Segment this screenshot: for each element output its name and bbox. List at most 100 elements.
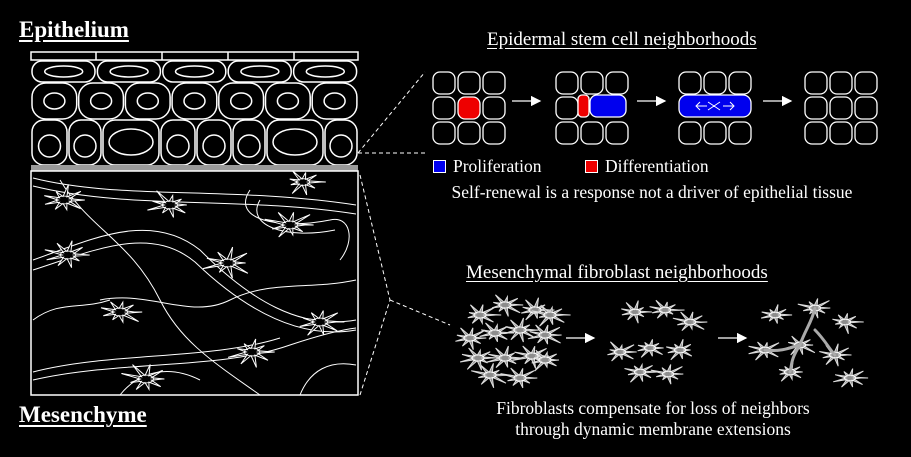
fibroblast-nucleus <box>684 318 696 326</box>
stem-cell <box>555 96 579 120</box>
fibroblast-cell <box>455 327 487 350</box>
mesenchymal-heading: Mesenchymal fibroblast neighborhoods <box>466 262 768 283</box>
fibroblast-nucleus <box>161 200 179 210</box>
stem-cell <box>678 121 702 145</box>
stem-cell <box>482 96 506 120</box>
fibroblast-cell <box>503 317 540 343</box>
proliferating-cell <box>589 94 627 118</box>
grid-dividing <box>678 71 752 145</box>
zoom-connectors <box>357 71 451 396</box>
fibroblast-nucleus <box>644 344 656 352</box>
stem-cell <box>728 121 752 145</box>
fibroblast-nucleus <box>614 348 626 356</box>
squamous-cell <box>96 60 162 83</box>
grid-differentiating <box>555 71 629 145</box>
fibroblast-nucleus <box>311 317 329 327</box>
fibroblast-cell <box>459 347 498 371</box>
fibroblast-cell <box>624 362 658 383</box>
fibroblast-nucleus <box>528 306 542 314</box>
fibroblast-nucleus <box>498 354 512 362</box>
fibroblast-cell <box>227 338 275 368</box>
fibroblast-cell <box>264 212 314 238</box>
fibroblast-nucleus <box>839 318 851 326</box>
grid-initial <box>432 71 506 145</box>
fibroblast-nucleus <box>844 374 856 382</box>
fibroblast-cell <box>44 240 90 268</box>
fibroblast-cell <box>486 345 526 368</box>
spinous-cell <box>77 82 125 120</box>
fibroblast-nucleus <box>463 334 477 342</box>
differentiating-cell <box>577 94 590 118</box>
fibroblast-nucleus <box>488 329 502 337</box>
basal-cell <box>196 119 232 166</box>
stem-cell <box>605 71 629 95</box>
stem-cell <box>854 71 878 95</box>
fibroblast-cell <box>832 313 864 335</box>
stem-cell <box>804 71 828 95</box>
spinous-cell <box>31 82 78 120</box>
fibroblast-cell <box>44 184 85 212</box>
stem-cell <box>432 71 456 95</box>
cornified-layer <box>30 51 359 61</box>
legend-differentiation: Differentiation <box>585 156 709 177</box>
fibroblast-nucleus <box>829 351 841 359</box>
fibroblast-nucleus <box>525 352 539 360</box>
fibroblast-cell <box>527 324 562 345</box>
mesenchyme-label: Mesenchyme <box>19 402 147 427</box>
epidermal-caption: Self-renewal is a response not a driver … <box>451 182 853 202</box>
fibroblast-cell <box>491 294 524 317</box>
fibroblast-cell <box>289 170 326 196</box>
fibroblast-nucleus <box>137 374 155 384</box>
mesenchyme-tissue <box>30 170 359 396</box>
fibroblast-nucleus <box>513 374 527 382</box>
fibroblast-nucleus <box>634 368 646 376</box>
fibroblast-cell <box>607 341 637 362</box>
basal-cell <box>160 119 196 166</box>
fibroblast-cell <box>100 300 143 324</box>
fibroblast-cell <box>833 368 869 388</box>
fibroblast-cell <box>299 310 345 336</box>
basal-cell <box>102 119 160 166</box>
basal-cell <box>266 119 324 166</box>
epithelium-label: Epithelium <box>19 17 129 42</box>
spinous-cell <box>264 82 311 120</box>
fibroblast-nucleus <box>513 326 527 334</box>
fibroblast-nucleus <box>769 311 781 319</box>
mesenchyme-fibroblasts <box>44 170 345 392</box>
fibroblast-nucleus <box>59 250 77 260</box>
squamous-cell <box>31 60 96 83</box>
fibroblast-cell <box>672 311 708 331</box>
grid-final <box>804 71 878 145</box>
squamous-cell <box>162 60 227 83</box>
fibroblast-nucleus <box>111 307 129 317</box>
fibroblast-nucleus <box>281 220 299 230</box>
stem-cell <box>432 121 456 145</box>
fibroblast-cell <box>621 300 652 324</box>
spinous-cell <box>311 82 358 120</box>
stem-cell <box>854 96 878 120</box>
epithelium-tissue <box>30 51 359 166</box>
fibroblast-neighborhoods <box>455 294 869 389</box>
proliferation-swatch <box>433 160 446 173</box>
fibroblast-nucleus <box>543 311 557 319</box>
fibroblast-nucleus <box>219 258 237 268</box>
stem-cell <box>703 71 727 95</box>
stem-cell <box>678 71 702 95</box>
fibroblast-nucleus <box>473 311 487 319</box>
fibroblast-cell <box>147 190 187 218</box>
stem-cell <box>829 121 853 145</box>
fibroblast-cell <box>637 339 664 358</box>
squamous-cell <box>292 60 358 83</box>
stem-cell <box>555 121 579 145</box>
extracellular-matrix-fibers <box>32 177 357 396</box>
stem-cell <box>829 71 853 95</box>
mesenchymal-caption-line-1: Fibroblasts compensate for loss of neigh… <box>496 398 810 418</box>
legend-proliferation-label: Proliferation <box>453 156 542 176</box>
stem-cell <box>703 121 727 145</box>
stem-cell <box>580 121 604 145</box>
fibroblast-cell <box>471 363 511 389</box>
membrane-extensions <box>763 306 837 374</box>
fibroblast-cell <box>521 297 555 321</box>
differentiation-swatch <box>585 160 598 173</box>
